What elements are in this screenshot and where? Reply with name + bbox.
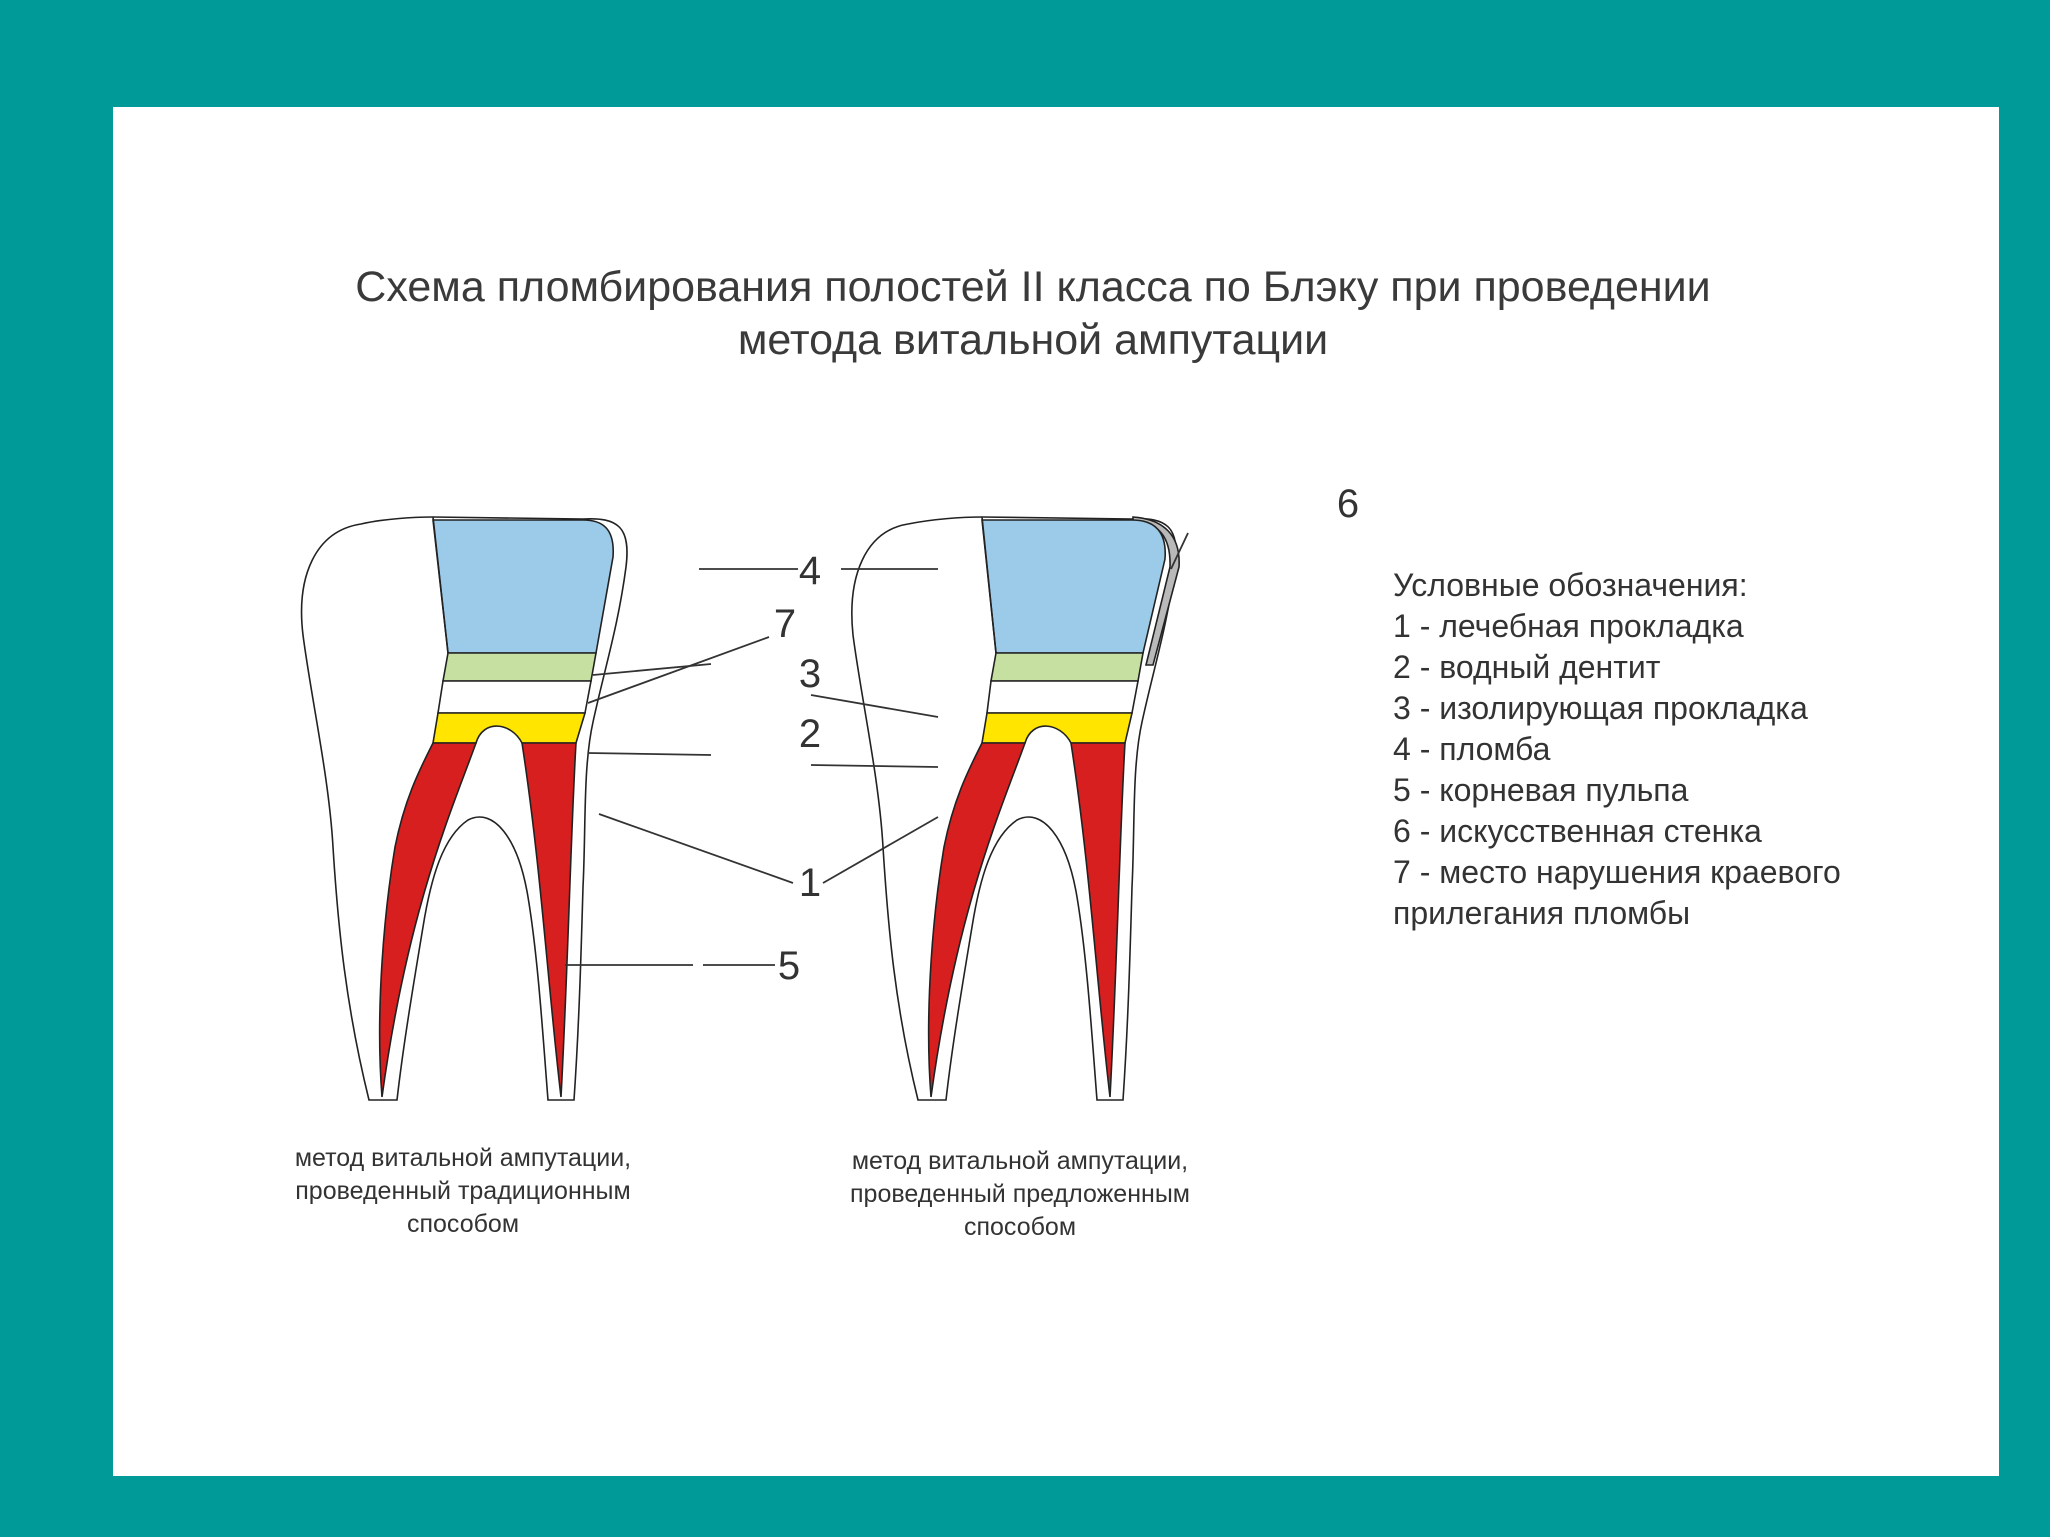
caption-left-line-3: способом [406, 1210, 520, 1238]
marker-1: 1 [799, 861, 821, 905]
legend-item: 3 - изолирующая прокладка [1393, 690, 1808, 726]
legend-item: 1 - лечебная прокладка [1393, 608, 1744, 644]
marker-6: 6 [1337, 482, 1359, 526]
legend-item: прилегания пломбы [1393, 895, 1691, 931]
right-enamel-divider [981, 516, 997, 654]
legend-item: 5 - корневая пульпа [1393, 772, 1689, 808]
left-aqueous-dentin [437, 680, 592, 714]
caption-left-line-1: метод витальной ампутации, [294, 1144, 632, 1172]
caption-right: метод витальной ампутации, проведенный п… [830, 1145, 1210, 1244]
tooth-diagram: 4 7 3 2 1 5 6 [300, 482, 1359, 1101]
caption-left-line-2: проведенный традиционным [295, 1177, 631, 1205]
page-title-line-1: Схема пломбирования полостей II класса п… [355, 263, 1711, 311]
marker-5: 5 [778, 944, 800, 988]
left-filling [432, 519, 614, 654]
legend-item: 6 - искусственная стенка [1393, 813, 1762, 849]
legend-item: 7 - место нарушения краевого [1393, 854, 1841, 890]
legend-heading: Условные обозначения: [1393, 567, 1748, 603]
left-tooth [300, 516, 628, 1101]
marker-2: 2 [799, 712, 821, 756]
right-insulating-liner [990, 652, 1144, 682]
marker-3: 3 [799, 652, 821, 696]
marker-7: 7 [774, 602, 796, 646]
marker-4: 4 [799, 549, 821, 593]
page-title-line-2: метода витальной ампутации [737, 316, 1329, 364]
left-root-pulp-distal [521, 742, 577, 1098]
caption-left: метод витальной ампутации, проведенный т… [283, 1142, 643, 1241]
legend-item: 2 - водный дентит [1393, 649, 1661, 685]
right-aqueous-dentin [986, 680, 1139, 714]
content-panel: Схема пломбирования полостей II класса п… [113, 107, 1999, 1476]
right-root-pulp-distal [1070, 742, 1126, 1098]
left-enamel-divider [432, 516, 449, 654]
left-insulating-liner [442, 652, 597, 682]
caption-right-line-1: метод витальной ампутации, [851, 1147, 1189, 1175]
left-root-pulp-mesial [378, 742, 478, 1098]
legend: Условные обозначения: 1 - лечебная прокл… [1393, 565, 1841, 934]
right-root-pulp-mesial [927, 742, 1027, 1098]
right-filling [981, 519, 1166, 654]
right-tooth [851, 516, 1180, 1101]
leader-lines [565, 532, 1189, 966]
legend-item: 4 - пломба [1393, 731, 1551, 767]
caption-right-line-2: проведенный предложенным [850, 1180, 1190, 1208]
caption-right-line-3: способом [963, 1213, 1077, 1241]
